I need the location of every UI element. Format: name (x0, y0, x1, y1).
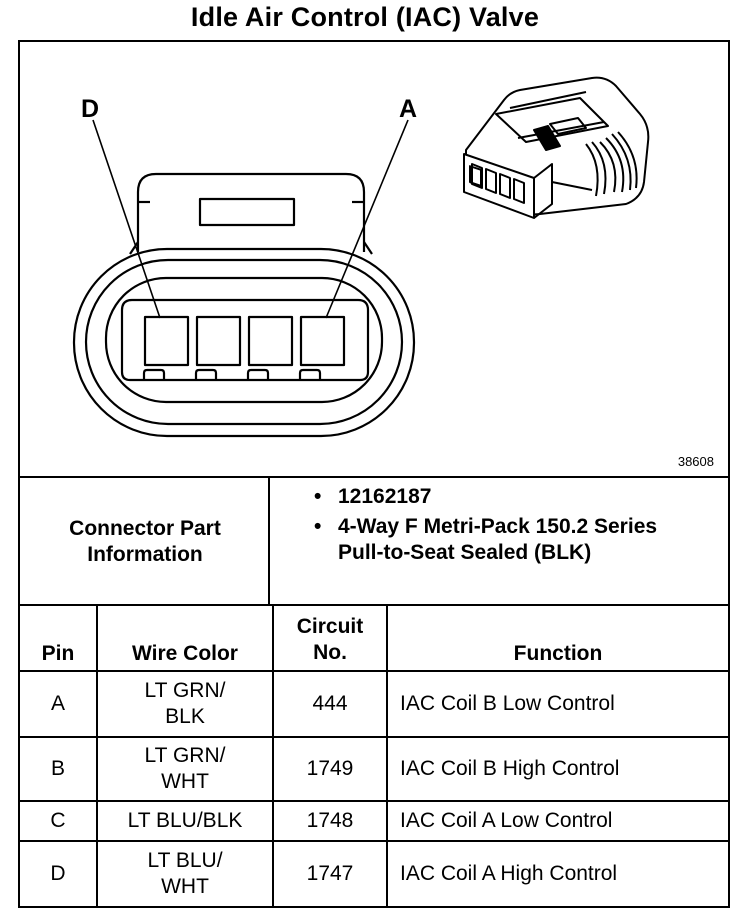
divider (20, 604, 728, 606)
connector-cavity (120, 298, 370, 382)
pin-terminal-a (299, 315, 346, 367)
connector-body-seal (84, 258, 404, 426)
pin-terminal-c (195, 315, 242, 367)
wire-color-cell: LT BLU/ WHT (147, 849, 223, 898)
pin-cell: A (50, 692, 65, 716)
page-title: Idle Air Control (IAC) Valve (190, 2, 540, 32)
leader-line-d (92, 119, 161, 319)
connector-diagram: D A (20, 42, 728, 478)
column-header: Pin (41, 642, 75, 666)
function-cell: IAC Coil A Low Control (400, 809, 613, 833)
divider (20, 476, 728, 478)
part-info-list: • 12162187 • 4-Way F Metri-Pack 150.2 Seri… (310, 484, 720, 570)
connector-latch (136, 172, 366, 252)
pin-cell: D (50, 862, 66, 886)
pin-label-a: A (399, 95, 417, 123)
list-item: • 4-Way F Metri-Pack 150.2 Series Pull-to… (310, 514, 658, 566)
part-description: 4-Way F Metri-Pack 150.2 Series Pull-to-… (338, 515, 658, 564)
connector-drawing: D A (72, 76, 650, 438)
lock-tab (142, 368, 166, 380)
circuit-cell: 444 (312, 692, 348, 716)
part-info-label: Connector Part Information (69, 517, 221, 566)
column-header: Wire Color (132, 642, 238, 666)
pin-terminal-d (143, 315, 190, 367)
connector-latch-slot (198, 197, 296, 227)
list-item: • 12162187 (310, 484, 720, 510)
connector-3d-view (463, 76, 650, 219)
bullet-icon: • (314, 515, 322, 538)
pin-cell: B (50, 757, 65, 781)
pin-label-d: D (81, 95, 99, 123)
function-cell: IAC Coil B Low Control (400, 692, 615, 716)
wire-color-cell: LT GRN/ WHT (144, 744, 226, 793)
lock-tab (246, 368, 270, 380)
connector-body-inner (104, 276, 384, 404)
function-cell: IAC Coil A High Control (400, 862, 618, 886)
pin-terminal-b (247, 315, 294, 367)
lock-tab (298, 368, 322, 380)
divider (268, 478, 270, 604)
connector-body-outer (72, 247, 416, 438)
circuit-cell: 1747 (306, 862, 354, 886)
circuit-cell: 1748 (306, 809, 354, 833)
wire-color-cell: LT BLU/BLK (127, 809, 243, 833)
bullet-icon: • (314, 485, 322, 508)
part-number: 12162187 (338, 485, 432, 508)
figure-number: 38608 (677, 454, 714, 469)
connector-latch-skirt (129, 241, 373, 255)
column-header: Function (513, 642, 603, 666)
leader-line-a (325, 119, 409, 319)
column-header: Circuit No. (296, 615, 364, 664)
connector-info-frame: D A (18, 40, 730, 908)
circuit-cell: 1749 (306, 757, 354, 781)
pin-cell: C (50, 809, 66, 833)
lock-tab (194, 368, 218, 380)
function-cell: IAC Coil B High Control (400, 757, 620, 781)
wire-color-cell: LT GRN/ BLK (144, 679, 226, 728)
